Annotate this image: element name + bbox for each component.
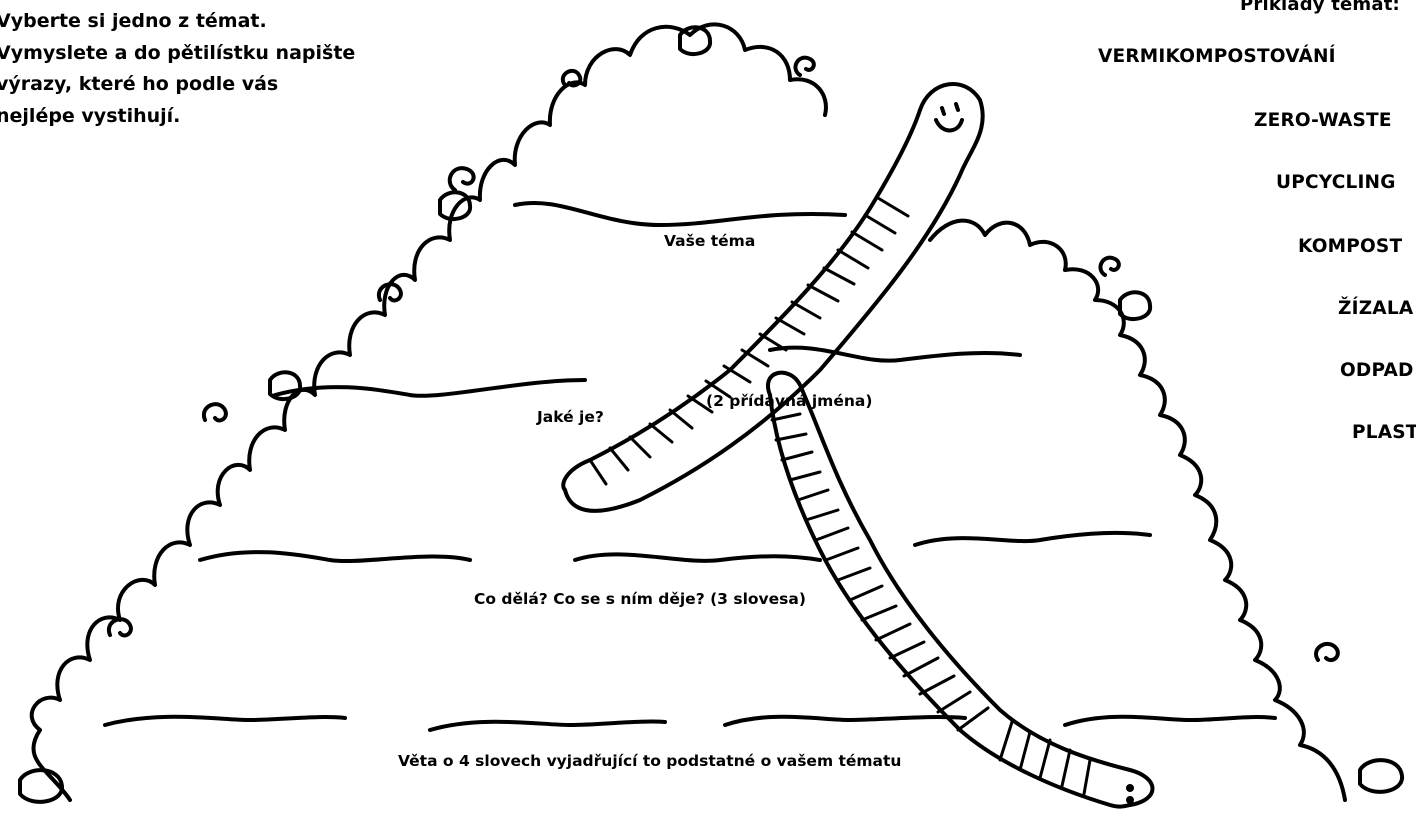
line-sent-1 bbox=[105, 717, 345, 725]
instruction-line: výrazy, které ho podle vás bbox=[0, 69, 355, 101]
right-hill-outline bbox=[930, 221, 1345, 800]
label-adjectives-question: Jaké je? bbox=[537, 408, 604, 426]
line-adj-1 bbox=[275, 380, 585, 396]
line-sent-4 bbox=[1065, 717, 1275, 725]
worm-upper bbox=[563, 84, 982, 511]
example-item: VERMIKOMPOSTOVÁNÍ bbox=[1098, 46, 1336, 67]
worm-lower bbox=[768, 373, 1153, 807]
example-item: ZERO-WASTE bbox=[1254, 110, 1392, 131]
label-adjectives-hint: (2 přídavná jména) bbox=[706, 392, 872, 410]
instruction-line: Vymyslete a do pětilístku napište bbox=[0, 38, 355, 70]
line-verb-1 bbox=[200, 552, 470, 561]
instructions: Vyberte si jedno z témat. Vymyslete a do… bbox=[0, 6, 355, 132]
label-sentence: Věta o 4 slovech vyjadřující to podstatn… bbox=[398, 752, 901, 770]
example-item: KOMPOST bbox=[1298, 236, 1402, 257]
line-verb-3 bbox=[915, 533, 1150, 545]
instruction-line: nejlépe vystihují. bbox=[0, 101, 355, 133]
instruction-line: Vyberte si jedno z témat. bbox=[0, 6, 355, 38]
example-item: UPCYCLING bbox=[1276, 172, 1396, 193]
example-item: ŽÍZALA bbox=[1338, 298, 1413, 319]
label-topic: Vaše téma bbox=[664, 232, 755, 250]
line-verb-2 bbox=[575, 554, 820, 561]
examples-title: Příklady témat: bbox=[1240, 0, 1400, 15]
line-adj-2 bbox=[770, 348, 1020, 361]
example-item: ODPAD bbox=[1340, 360, 1414, 381]
label-verbs: Co dělá? Co se s ním děje? (3 slovesa) bbox=[474, 590, 806, 608]
left-hill-outline bbox=[32, 24, 826, 800]
line-sent-2 bbox=[430, 722, 665, 730]
example-item: PLAST bbox=[1352, 422, 1416, 443]
line-topic bbox=[515, 203, 845, 225]
line-sent-3 bbox=[725, 717, 965, 725]
